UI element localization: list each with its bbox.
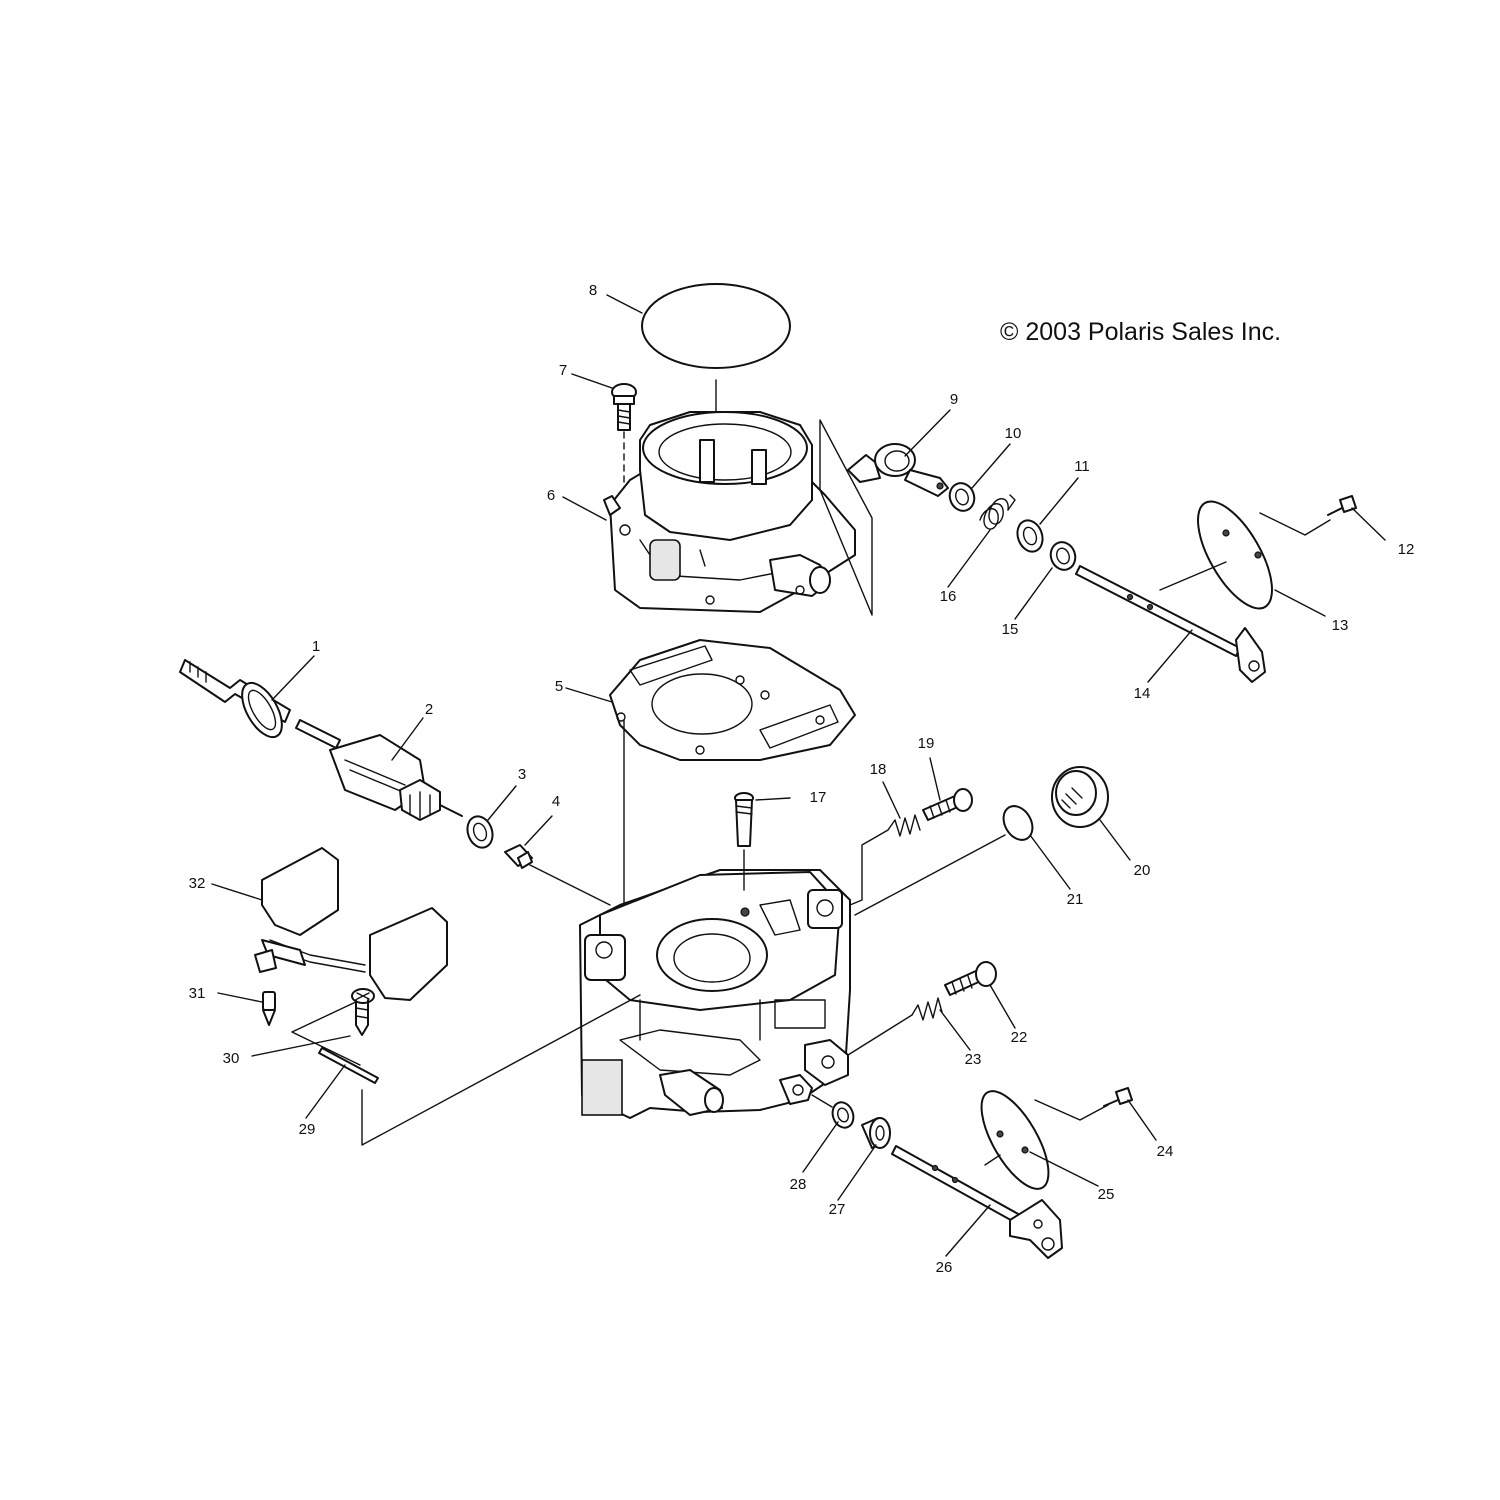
part-32-float — [254, 847, 448, 1001]
callout-29: 29 — [299, 1121, 316, 1138]
callout-25: 25 — [1098, 1186, 1115, 1203]
part-13-throttle-plate — [1197, 500, 1331, 610]
part-16-spring — [979, 494, 1016, 530]
part-14-throttle-shaft — [1075, 561, 1266, 683]
part-28-washer — [811, 1094, 855, 1129]
callout-20: 20 — [1134, 862, 1151, 879]
callout-27: 27 — [829, 1201, 846, 1218]
part-20-plug — [1051, 766, 1109, 828]
part-29-pin — [318, 994, 641, 1146]
callout-23: 23 — [965, 1051, 982, 1068]
part-30-screw — [351, 988, 375, 1036]
part-17-jet — [734, 792, 754, 891]
callout-13: 13 — [1332, 617, 1349, 634]
callout-19: 19 — [918, 735, 935, 752]
callout-12: 12 — [1398, 541, 1415, 558]
part-5-gasket — [609, 639, 856, 906]
callout-11: 11 — [1074, 458, 1090, 475]
callout-16: 16 — [940, 588, 957, 605]
callout-9: 9 — [950, 391, 958, 408]
part-11-washer — [1016, 519, 1044, 553]
callout-5: 5 — [555, 678, 563, 695]
part-6-top-housing — [603, 411, 873, 616]
part-7-screw — [611, 383, 637, 561]
callout-32: 32 — [189, 875, 206, 892]
callout-26: 26 — [936, 1259, 953, 1276]
leader-lines — [211, 294, 1386, 1257]
main-throttle-body — [579, 869, 851, 1119]
callout-2: 2 — [425, 701, 433, 718]
callout-15: 15 — [1002, 621, 1019, 638]
part-1-rod-oring — [179, 659, 291, 739]
part-21-oring — [854, 805, 1034, 916]
part-24-screw — [1103, 1087, 1133, 1107]
part-25-throttle-plate — [980, 1090, 1109, 1190]
part-23-spring — [847, 997, 943, 1056]
callout-22: 22 — [1011, 1029, 1028, 1046]
part-26-throttle-shaft — [891, 1145, 1063, 1259]
callout-18: 18 — [870, 761, 887, 778]
part-12-screw — [1327, 495, 1357, 516]
callout-7: 7 — [559, 362, 567, 379]
callout-6: 6 — [547, 487, 555, 504]
part-27-bushing — [861, 1117, 891, 1149]
copyright-notice: © 2003 Polaris Sales Inc. — [1000, 318, 1281, 346]
callout-4: 4 — [552, 793, 560, 810]
part-22-screw — [944, 961, 997, 996]
part-4-small-screw — [504, 844, 611, 906]
part-9-lever — [847, 443, 949, 497]
callout-1: 1 — [312, 638, 320, 655]
part-10-washer — [948, 482, 976, 512]
part-8-cover-disc — [641, 283, 791, 456]
callout-24: 24 — [1157, 1143, 1174, 1160]
callout-labels: 1 2 3 4 5 6 7 8 9 10 11 12 13 14 15 16 1… — [189, 282, 1415, 1276]
callout-10: 10 — [1005, 425, 1022, 442]
callout-28: 28 — [790, 1176, 807, 1193]
callout-30: 30 — [223, 1050, 240, 1067]
callout-17: 17 — [810, 789, 827, 806]
callout-3: 3 — [518, 766, 526, 783]
part-15-washer — [1049, 541, 1077, 571]
part-19-screw — [922, 788, 973, 821]
callout-31: 31 — [189, 985, 206, 1002]
part-3-washer — [466, 815, 494, 849]
callout-8: 8 — [589, 282, 597, 299]
part-31-needle-valve — [262, 991, 361, 1066]
part-18-spring — [849, 814, 921, 906]
part-2-actuator — [295, 719, 463, 821]
callout-21: 21 — [1067, 891, 1084, 908]
callout-14: 14 — [1134, 685, 1151, 702]
